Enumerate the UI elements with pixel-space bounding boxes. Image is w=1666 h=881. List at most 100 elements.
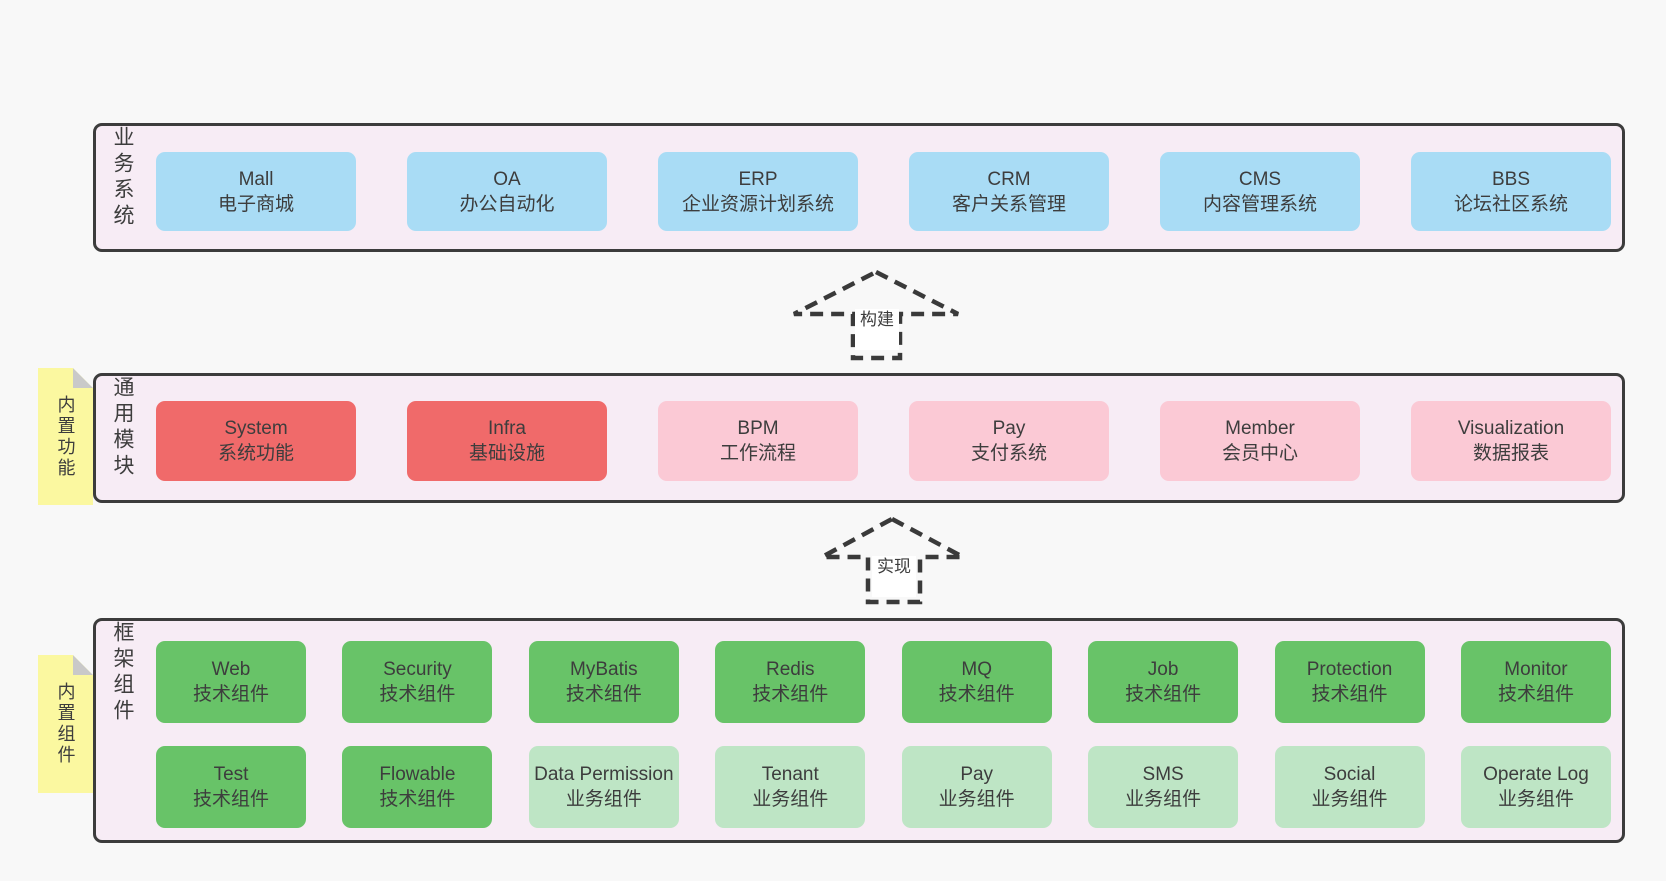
box-name-en: CMS [1238,168,1282,190]
box-name-en: Test [213,764,249,785]
box-visualization: Visualization 数据报表 [1411,401,1611,481]
box-name-zh: 工作流程 [719,443,796,464]
box-name-zh: 内容管理系统 [1202,193,1317,215]
box-name-zh: 技术组件 [752,684,829,705]
box-name-zh: 技术组件 [938,684,1015,705]
box-operate-log: Operate Log 业务组件 [1460,746,1611,828]
box-erp: ERP 企业资源计划系统 [658,152,858,231]
box-security: Security 技术组件 [342,641,493,723]
box-name-zh: 业务组件 [565,789,642,810]
box-name-zh: 业务组件 [1125,789,1202,810]
box-bpm: BPM 工作流程 [658,401,858,481]
layer-business-label: 业务系统 [111,126,134,230]
box-member: Member 会员中心 [1160,401,1360,481]
box-name-zh: 论坛社区系统 [1453,193,1568,215]
box-name-zh: 技术组件 [379,789,456,810]
box-cms: CMS 内容管理系统 [1160,152,1360,231]
box-name-zh: 基础设施 [468,443,545,464]
box-name-en: Redis [765,659,815,680]
arrow-label-implement: 实现 [872,556,916,597]
box-name-zh: 客户关系管理 [951,193,1066,215]
box-system: System 系统功能 [156,401,356,481]
box-job: Job 技术组件 [1088,641,1239,723]
box-infra: Infra 基础设施 [407,401,607,481]
box-data-permission: Data Permission 业务组件 [528,746,679,828]
box-name-zh: 数据报表 [1472,443,1549,464]
box-name-zh: 业务组件 [1311,789,1388,810]
box-name-en: ERP [738,168,778,190]
box-name-en: MQ [961,659,992,680]
box-flowable: Flowable 技术组件 [342,746,493,828]
box-web: Web 技术组件 [156,641,306,723]
box-name-en: Data Permission [534,764,674,785]
layer-components-label: 框架组件 [111,621,134,725]
box-test: Test 技术组件 [156,746,306,828]
box-name-en: Member [1225,418,1295,439]
box-name-en: OA [493,168,521,190]
box-name-zh: 业务组件 [752,789,829,810]
box-name-zh: 支付系统 [970,443,1047,464]
box-name-en: Flowable [379,764,456,785]
sticky-note-built-in-features: 内置功能 [38,368,93,505]
box-name-en: Security [383,659,452,680]
box-name-en: Monitor [1504,659,1568,680]
box-social: Social 业务组件 [1274,746,1425,828]
box-name-en: Pay [960,764,994,785]
sticky-note-built-in-components-text: 内置组件 [55,682,76,766]
box-bbs: BBS 论坛社区系统 [1411,152,1611,231]
box-name-zh: 技术组件 [1497,684,1574,705]
box-name-en: Mall [238,168,274,190]
box-name-en: Tenant [761,764,819,785]
box-redis: Redis 技术组件 [715,641,866,723]
box-name-zh: 业务组件 [1497,789,1574,810]
box-crm: CRM 客户关系管理 [909,152,1109,231]
box-name-en: Infra [487,418,527,439]
box-sms: SMS 业务组件 [1088,746,1239,828]
box-name-zh: 技术组件 [1311,684,1388,705]
box-name-en: System [224,418,288,439]
box-pay: Pay 支付系统 [909,401,1109,481]
layer-business-systems: 业务系统 Mall 电子商城 OA 办公自动化 ERP 企业资源计划系统 CRM 客户关系管理… [93,123,1625,252]
box-name-zh: 技术组件 [1125,684,1202,705]
box-name-en: Protection [1306,659,1393,680]
box-name-zh: 会员中心 [1221,443,1298,464]
box-name-zh: 系统功能 [217,443,294,464]
layer-modules-label: 通用模块 [111,376,134,480]
box-tenant: Tenant 业务组件 [715,746,866,828]
box-mq: MQ 技术组件 [901,641,1052,723]
box-name-zh: 办公自动化 [459,193,555,215]
modules-box-row: System 系统功能 Infra 基础设施 BPM 工作流程 Pay 支付系统 Member 会… [156,401,1611,481]
note-fold-corner-icon [73,655,93,675]
box-name-en: SMS [1142,764,1184,785]
box-name-en: BBS [1491,168,1531,190]
box-monitor: Monitor 技术组件 [1460,641,1611,723]
box-name-en: Visualization [1457,418,1565,439]
box-name-zh: 技术组件 [379,684,456,705]
box-name-en: MyBatis [570,659,638,680]
box-name-en: CRM [987,168,1031,190]
box-name-zh: 电子商城 [217,193,294,215]
box-mall: Mall 电子商城 [156,152,356,231]
box-name-zh: 业务组件 [938,789,1015,810]
sticky-note-built-in-components: 内置组件 [38,655,93,793]
box-name-en: Web [211,659,251,680]
box-name-zh: 技术组件 [192,789,269,810]
box-oa: OA 办公自动化 [407,152,607,231]
layer-common-modules: 通用模块 System 系统功能 Infra 基础设施 BPM 工作流程 Pay 支付系统 Me… [93,373,1625,503]
box-name-en: Operate Log [1483,764,1589,785]
sticky-note-built-in-features-text: 内置功能 [55,394,76,479]
box-name-en: BPM [737,418,779,439]
box-name-en: Pay [992,418,1026,439]
box-pay: Pay 业务组件 [901,746,1052,828]
box-name-en: Social [1323,764,1376,785]
box-name-zh: 企业资源计划系统 [681,193,834,215]
note-fold-corner-icon [73,368,93,388]
box-name-zh: 技术组件 [192,684,269,705]
box-name-en: Job [1147,659,1179,680]
box-protection: Protection 技术组件 [1274,641,1425,723]
